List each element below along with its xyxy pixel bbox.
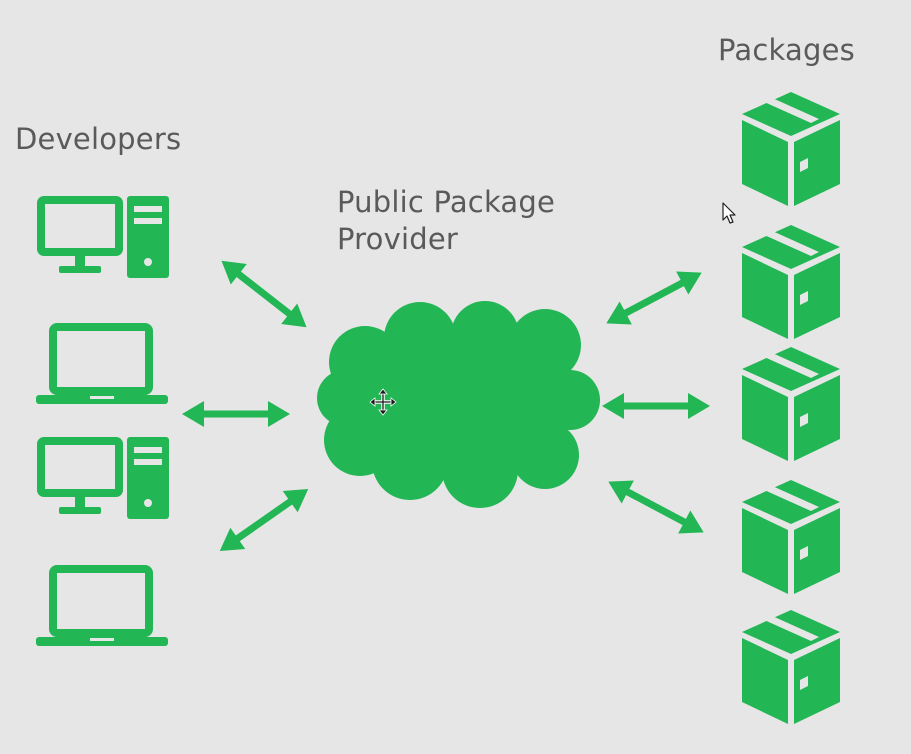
desktop-computer-icon [41, 196, 169, 278]
provider-label-line2: Provider [337, 222, 458, 256]
laptop-icon [36, 569, 168, 646]
provider-label-line1: Public Package [337, 185, 556, 219]
mouse-pointer-icon [722, 202, 736, 224]
double-arrow-icon [602, 393, 710, 419]
package-box-icon [742, 347, 840, 461]
package-box-icon [742, 225, 840, 339]
double-arrow-icon [600, 261, 708, 335]
cloud-icon [317, 301, 600, 508]
double-arrow-icon [182, 401, 290, 427]
double-arrow-icon [213, 251, 314, 338]
developers-label: Developers [15, 122, 182, 156]
desktop-computer-icon [41, 437, 169, 519]
packages-label: Packages [718, 33, 855, 67]
laptop-icon [36, 327, 168, 404]
move-cursor-icon [369, 388, 397, 416]
package-box-icon [742, 92, 840, 206]
package-box-icon [742, 480, 840, 594]
double-arrow-icon [602, 470, 710, 544]
package-box-icon [742, 610, 840, 724]
double-arrow-icon [212, 478, 315, 561]
provider-label: Public Package Provider [337, 184, 555, 258]
